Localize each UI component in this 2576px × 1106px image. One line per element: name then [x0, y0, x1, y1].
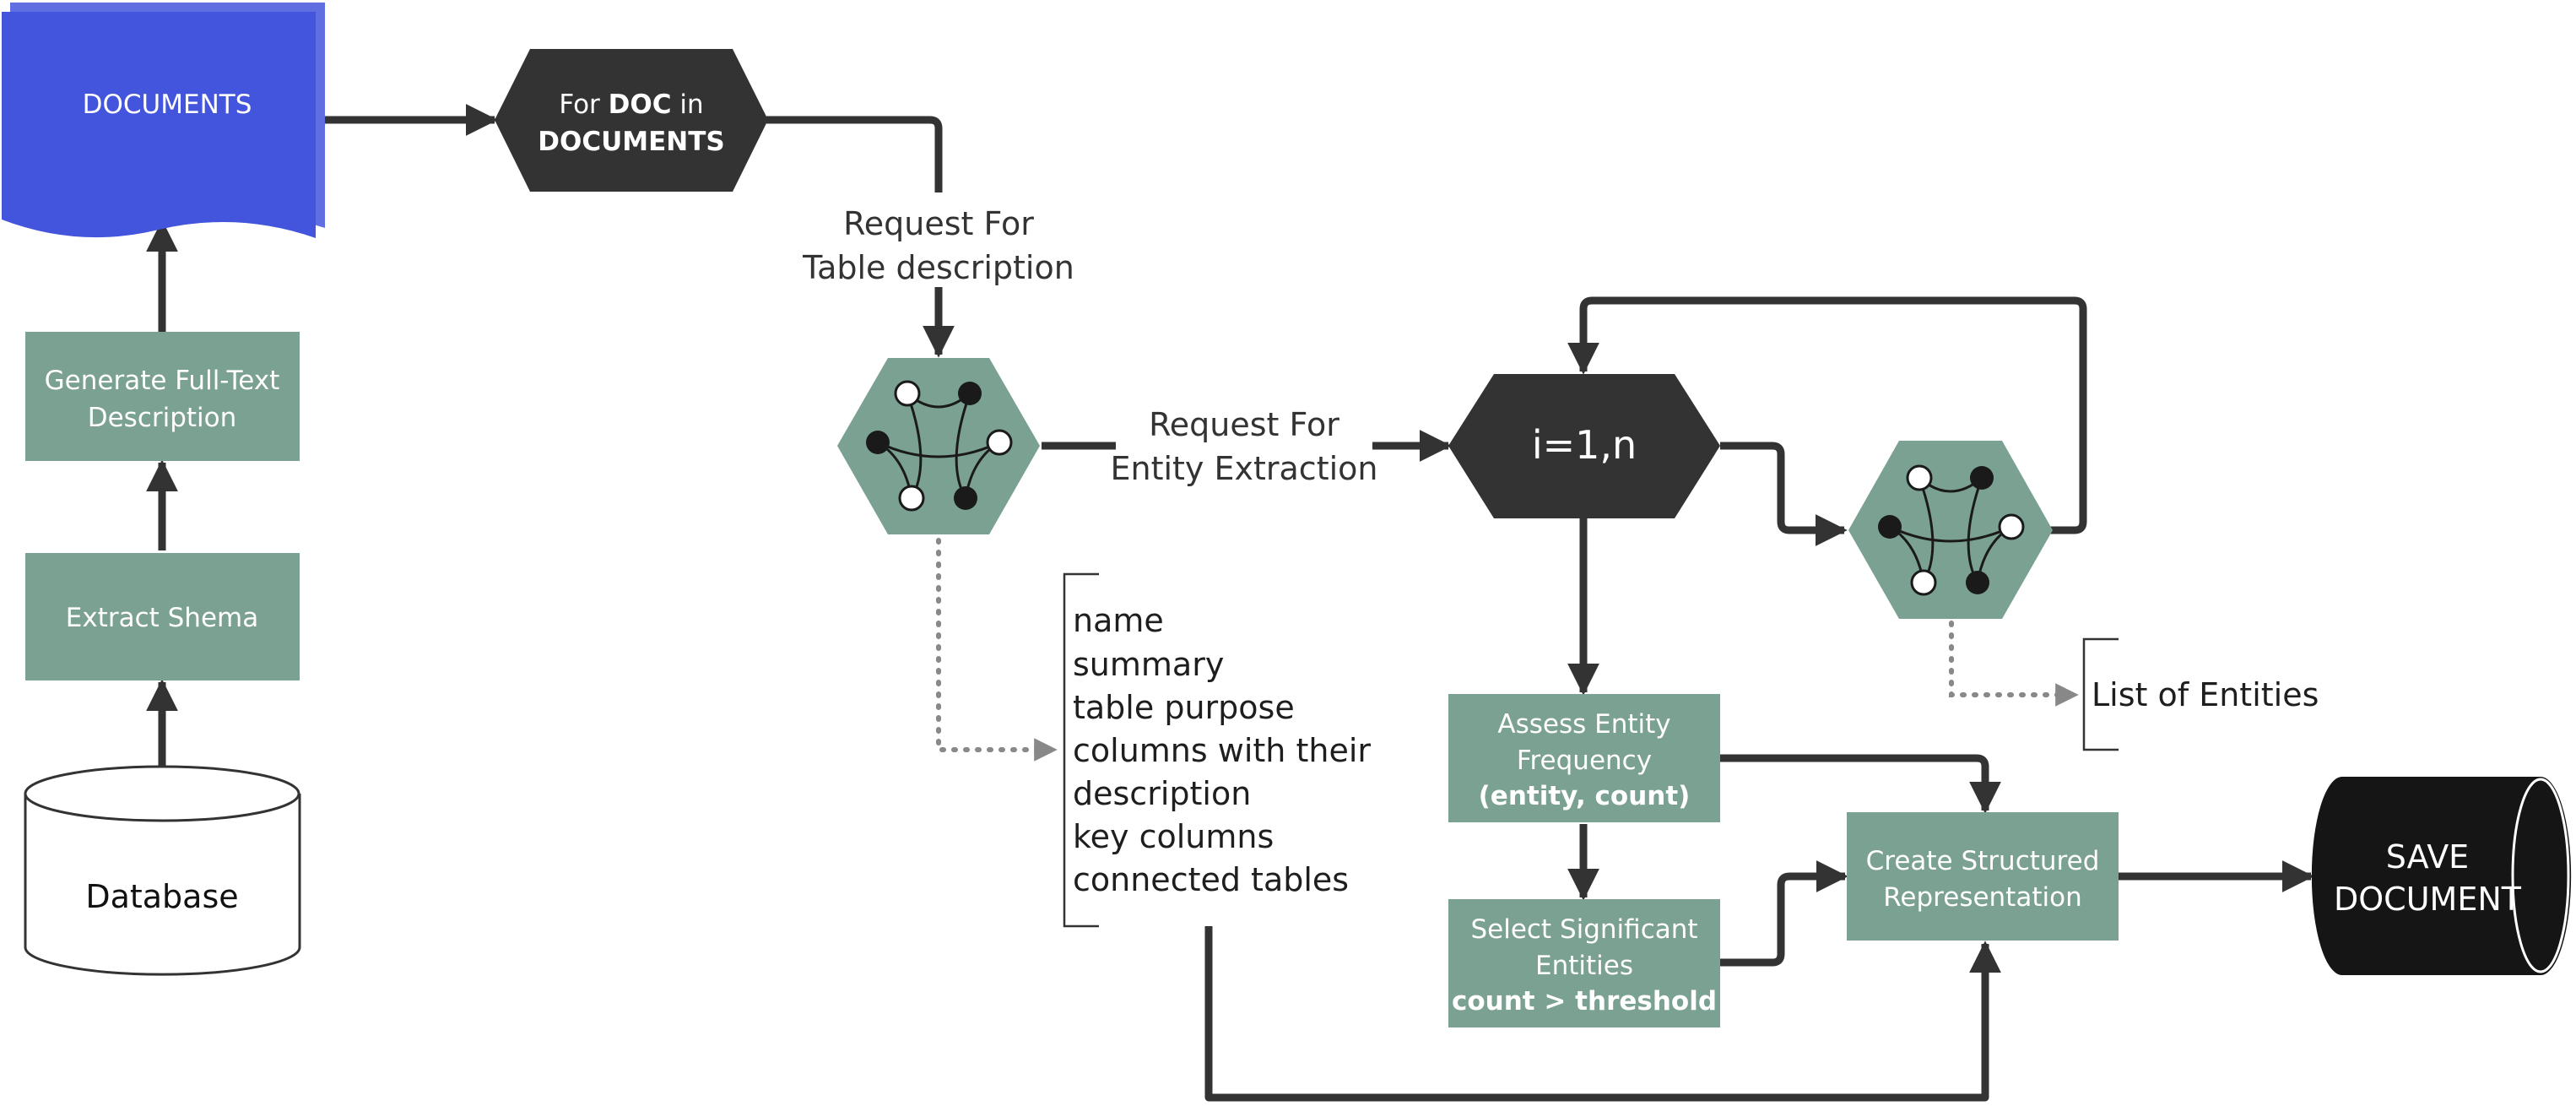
documents-node: DOCUMENTS [2, 3, 325, 238]
request-entity-line1: Request For [1149, 406, 1339, 443]
create-line1: Create Structured [1866, 846, 2100, 876]
list-of-entities-label: List of Entities [2092, 676, 2319, 713]
for-doc-hexagon [495, 49, 768, 192]
llm-hexagon-2 [1848, 441, 2053, 619]
extract-schema-node: Extract Shema [25, 553, 300, 680]
save-document-node: SAVE DOCUMENT [2311, 777, 2572, 975]
network-graph-icon [866, 380, 1013, 512]
database-cylinder-body [24, 794, 301, 976]
field-item: name [1073, 602, 1164, 639]
edge-select-to-create [1720, 860, 1848, 967]
database-cylinder-top [24, 765, 300, 822]
select-line2: Entities [1535, 951, 1633, 981]
llm-node-table [837, 358, 1040, 534]
for-doc-mid: in [672, 89, 704, 120]
documents-front-sheet [2, 12, 316, 238]
select-entities-node: Select Significant Entities count > thre… [1448, 899, 1720, 1027]
field-item: description [1073, 775, 1251, 812]
edges [146, 104, 2314, 1102]
edge-hex1-to-fields [936, 538, 1058, 762]
list-of-entities: List of Entities [2082, 637, 2319, 751]
database-label: Database [85, 878, 238, 915]
save-line1: SAVE [2386, 838, 2469, 876]
generate-full-text-line1: Generate Full-Text [45, 366, 280, 396]
dotted-edges [936, 538, 2079, 762]
select-line3: count > threshold [1452, 986, 1717, 1017]
loop-node: i=1,n [1448, 374, 1720, 518]
request-entity-line2: Entity Extraction [1110, 450, 1377, 487]
field-item: columns with their [1073, 732, 1371, 769]
edge-hex2-loopback [1567, 296, 2087, 534]
loop-hexagon [1448, 374, 1720, 518]
for-doc-prefix: For [559, 89, 608, 120]
generate-full-text-node: Generate Full-Text Description [25, 332, 300, 461]
database-node: Database [24, 765, 301, 976]
assess-frequency-box [1448, 694, 1720, 822]
llm-node-entities [1848, 441, 2053, 619]
assess-line2: Frequency [1517, 745, 1652, 776]
edge-hex2-to-entities [1949, 621, 2079, 707]
loop-label: i=1,n [1532, 422, 1637, 468]
entities-bracket [2082, 637, 2119, 751]
network-graph-icon [1878, 464, 2025, 596]
field-item: key columns [1073, 818, 1274, 855]
for-doc-bold-doc: DOC [609, 89, 672, 120]
field-item: table purpose [1073, 689, 1295, 726]
documents-label: DOCUMENTS [83, 89, 252, 120]
edge-loop-to-hex2 [1720, 442, 1848, 546]
request-table-line2: Table description [802, 249, 1074, 286]
select-line1: Select Significant [1470, 914, 1697, 945]
create-line2: Representation [1883, 882, 2081, 913]
generate-full-text-box [25, 332, 300, 461]
llm-hexagon-1 [837, 358, 1040, 534]
create-structured-box [1847, 812, 2119, 941]
assess-frequency-node: Assess Entity Frequency (entity, count) [1448, 694, 1720, 822]
extract-schema-label: Extract Shema [66, 603, 258, 633]
save-cylinder-cap [2511, 778, 2570, 973]
extract-schema-box [25, 553, 300, 680]
edge-fordoc-right [766, 116, 943, 192]
assess-line3: (entity, count) [1479, 781, 1691, 811]
for-doc-node: For DOC in DOCUMENTS [495, 49, 768, 192]
edge-assess-to-create [1720, 754, 2001, 814]
table-fields-list: name summary table purpose columns with … [1063, 572, 1371, 928]
create-structured-node: Create Structured Representation [1847, 812, 2119, 941]
generate-full-text-line2: Description [88, 403, 237, 433]
table-fields-bracket [1063, 572, 1099, 928]
select-entities-box [1448, 899, 1720, 1027]
save-cylinder-body [2311, 777, 2572, 975]
field-item: summary [1073, 646, 1224, 683]
request-table-line1: Request For [843, 205, 1034, 242]
for-doc-line2: DOCUMENTS [538, 127, 724, 157]
for-doc-line1: For DOC in [559, 89, 703, 120]
field-item: connected tables [1073, 861, 1349, 898]
assess-line1: Assess Entity [1497, 709, 1670, 740]
edge-fields-to-create [1204, 926, 2001, 1102]
save-line2: DOCUMENT [2334, 881, 2522, 918]
